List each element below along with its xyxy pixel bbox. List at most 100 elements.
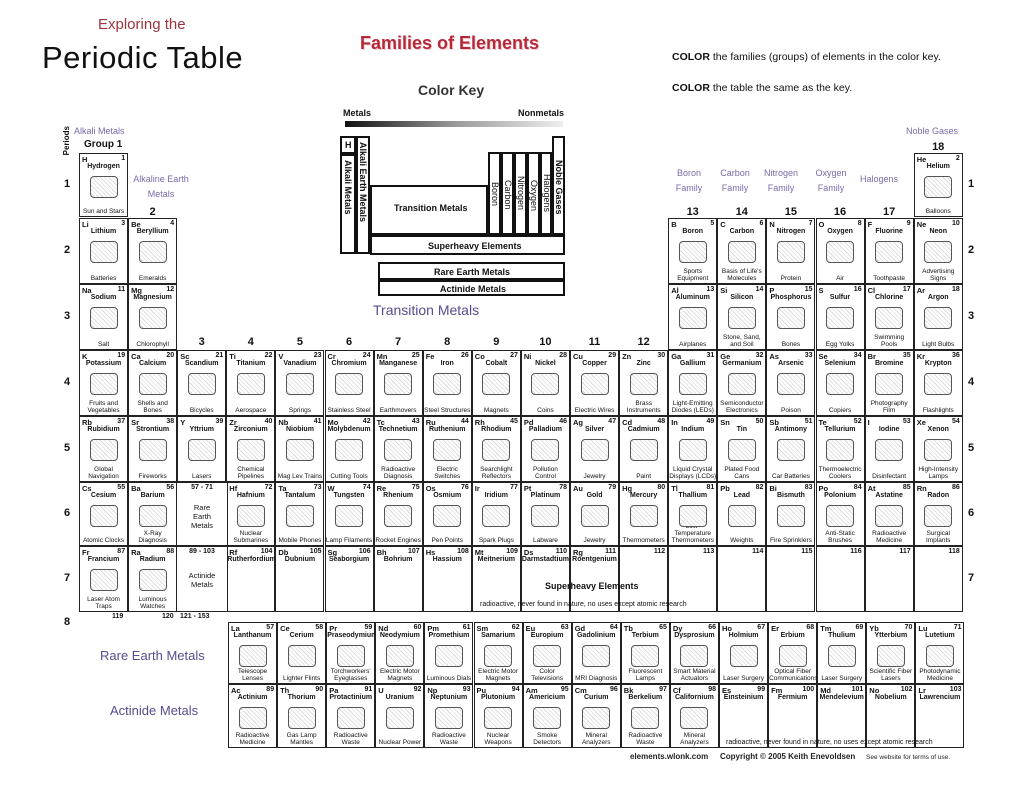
atomic-number: 30: [657, 352, 666, 359]
element-use: Luminous Watches: [138, 596, 167, 610]
element-name: Chlorine: [874, 294, 904, 301]
element-symbol: Pr: [329, 624, 338, 633]
element-symbol: F: [867, 220, 873, 229]
atomic-number: 104: [260, 548, 273, 555]
element-illustration-icon: [826, 241, 855, 263]
element-name: Ytterbium: [874, 632, 908, 639]
element-use: Laser Surgery: [723, 675, 764, 682]
element-name: Potassium: [85, 360, 122, 367]
element-illustration-icon: [776, 241, 805, 263]
element-use: Rocket Engines: [375, 537, 421, 544]
period-number: 6: [64, 507, 71, 519]
element-illustration-icon: [678, 307, 707, 329]
element-name: Vanadium: [283, 360, 317, 367]
element-name: Lutetium: [925, 632, 955, 639]
element-symbol: Ac: [231, 686, 241, 695]
element-symbol: Mn: [376, 352, 388, 361]
element-symbol: Hf: [229, 484, 238, 493]
element-name: Iron: [440, 360, 454, 367]
element-name: Thorium: [287, 694, 316, 701]
element-name: Americium: [529, 694, 566, 701]
atomic-number: 95: [560, 686, 569, 693]
element-illustration-icon: [89, 569, 118, 591]
key-noble-box: Noble Gases: [552, 136, 565, 235]
element-name: Tungsten: [333, 492, 365, 499]
element-name: Uranium: [385, 694, 415, 701]
element-use: Emeralds: [138, 275, 167, 282]
element-use: Fireworks: [138, 473, 167, 480]
element-illustration-icon: [89, 505, 118, 527]
element-symbol: Cu: [573, 352, 583, 361]
element-illustration-icon: [89, 241, 118, 263]
element-use: Springs: [288, 407, 311, 414]
element-illustration-icon: [776, 373, 805, 395]
element-name: Indium: [681, 426, 705, 433]
element-use: Disinfectant: [872, 473, 907, 480]
element-symbol: Cs: [82, 484, 92, 493]
instruction-1: COLOR the families (groups) of elements …: [672, 51, 941, 63]
element-use: Pen Points: [431, 537, 463, 544]
element-name: Berkelium: [628, 694, 663, 701]
element-symbol: Cr: [327, 352, 336, 361]
element-illustration-icon: [384, 373, 413, 395]
element-illustration-icon: [482, 439, 511, 461]
element-illustration-icon: [924, 241, 953, 263]
element-name: Seaborgium: [328, 556, 370, 563]
atomic-number: 52: [853, 418, 862, 425]
atomic-number: 1: [121, 155, 126, 162]
element-name: Meitnerium: [477, 556, 516, 563]
element-symbol: Mt: [474, 548, 484, 557]
element-illustration-icon: [287, 707, 316, 729]
element-illustration-icon: [776, 505, 805, 527]
element-illustration-icon: [826, 307, 855, 329]
element-illustration-icon: [236, 373, 265, 395]
element-use: Magnets: [483, 407, 509, 414]
element-use: Light-Emitting Diodes (LEDs): [671, 400, 714, 414]
group-number: 15: [784, 206, 798, 218]
num-120: 120: [162, 613, 174, 620]
element-symbol: Cl: [867, 286, 876, 295]
atomic-number: 115: [801, 548, 813, 555]
element-name: Yttrium: [189, 426, 214, 433]
element-symbol: Tl: [671, 484, 678, 493]
atomic-number: 99: [757, 686, 766, 693]
element-symbol: Gd: [574, 624, 586, 633]
element-symbol: Ag: [573, 418, 583, 427]
element-name: Scandium: [185, 360, 219, 367]
atomic-number: 117: [899, 548, 911, 555]
element-use: Photodynamic Medicine: [919, 668, 961, 682]
element-name: Lawrencium: [919, 694, 961, 701]
element-illustration-icon: [727, 241, 756, 263]
element-illustration-icon: [138, 505, 167, 527]
element-use: Steel Structures: [424, 407, 471, 414]
element-symbol: Dy: [672, 624, 683, 633]
group-number: 5: [296, 336, 303, 348]
element-name: Chromium: [331, 360, 367, 367]
element-symbol: Lr: [918, 686, 926, 695]
element-name: Tellurium: [824, 426, 856, 433]
element-name: Nitrogen: [776, 228, 806, 235]
element-illustration-icon: [631, 707, 660, 729]
element-symbol: Nb: [278, 418, 289, 427]
element-name: Holmium: [728, 632, 759, 639]
element-illustration-icon: [776, 439, 805, 461]
element-illustration-icon: [434, 707, 463, 729]
element-illustration-icon: [629, 505, 658, 527]
element-illustration-icon: [924, 373, 953, 395]
element-name: Europium: [530, 632, 564, 639]
atomic-number: 20: [166, 352, 175, 359]
element-illustration-icon: [138, 569, 167, 591]
element-illustration-icon: [827, 645, 856, 667]
key-carbon-box: Carbon: [501, 152, 514, 235]
